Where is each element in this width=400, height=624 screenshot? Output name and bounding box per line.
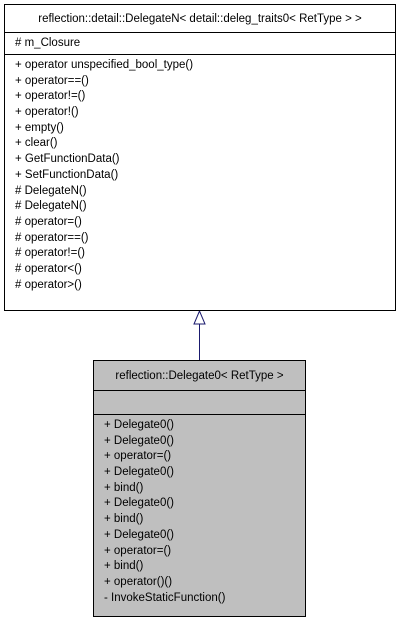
method-item: # operator=()	[15, 215, 82, 228]
derived-class-methods: + Delegate0() + Delegate0() + operator=(…	[94, 415, 305, 609]
method-item: + bind()	[104, 560, 144, 573]
method-item: + bind()	[104, 513, 144, 526]
method-item: + operator!=()	[15, 90, 86, 103]
method-item: # operator!=()	[15, 247, 85, 260]
method-item: + Delegate0()	[104, 419, 174, 431]
derived-class-box[interactable]: reflection::Delegate0< RetType > + Deleg…	[93, 360, 306, 617]
base-class-title: reflection::detail::DelegateN< detail::d…	[38, 12, 362, 25]
method-item: + bind()	[104, 481, 144, 494]
method-item: + GetFunctionData()	[15, 153, 120, 166]
base-class-box[interactable]: reflection::detail::DelegateN< detail::d…	[4, 4, 396, 311]
derived-class-title: reflection::Delegate0< RetType >	[115, 369, 284, 382]
method-item: - InvokeStaticFunction()	[104, 591, 226, 604]
method-item: # operator<()	[15, 262, 82, 275]
method-item: + operator!()	[15, 106, 79, 119]
base-class-attributes: # m_Closure	[5, 33, 395, 55]
method-item: + Delegate0()	[104, 466, 174, 479]
method-item: + empty()	[15, 121, 64, 134]
base-class-title-section: reflection::detail::DelegateN< detail::d…	[5, 5, 395, 33]
inheritance-arrowhead	[193, 309, 206, 325]
method-item: # DelegateN()	[15, 184, 87, 197]
method-item: # operator==()	[15, 231, 89, 244]
method-item: # operator>()	[15, 278, 82, 291]
method-item: + operator==()	[15, 74, 89, 87]
derived-class-attributes	[94, 391, 305, 415]
attribute-item: # m_Closure	[15, 37, 81, 49]
method-item: + operator=()	[104, 544, 172, 557]
method-item: + clear()	[15, 137, 58, 150]
method-item: + SetFunctionData()	[15, 168, 119, 181]
base-class-methods: + operator unspecified_bool_type() + ope…	[5, 55, 395, 296]
method-item: + Delegate0()	[104, 434, 174, 447]
method-item: + operator()()	[104, 575, 173, 588]
method-item: + operator unspecified_bool_type()	[15, 59, 194, 71]
method-item: + Delegate0()	[104, 497, 174, 510]
method-item: + Delegate0()	[104, 528, 174, 541]
derived-class-title-section: reflection::Delegate0< RetType >	[94, 361, 305, 391]
method-item: # DelegateN()	[15, 200, 87, 213]
method-item: + operator=()	[104, 450, 172, 463]
